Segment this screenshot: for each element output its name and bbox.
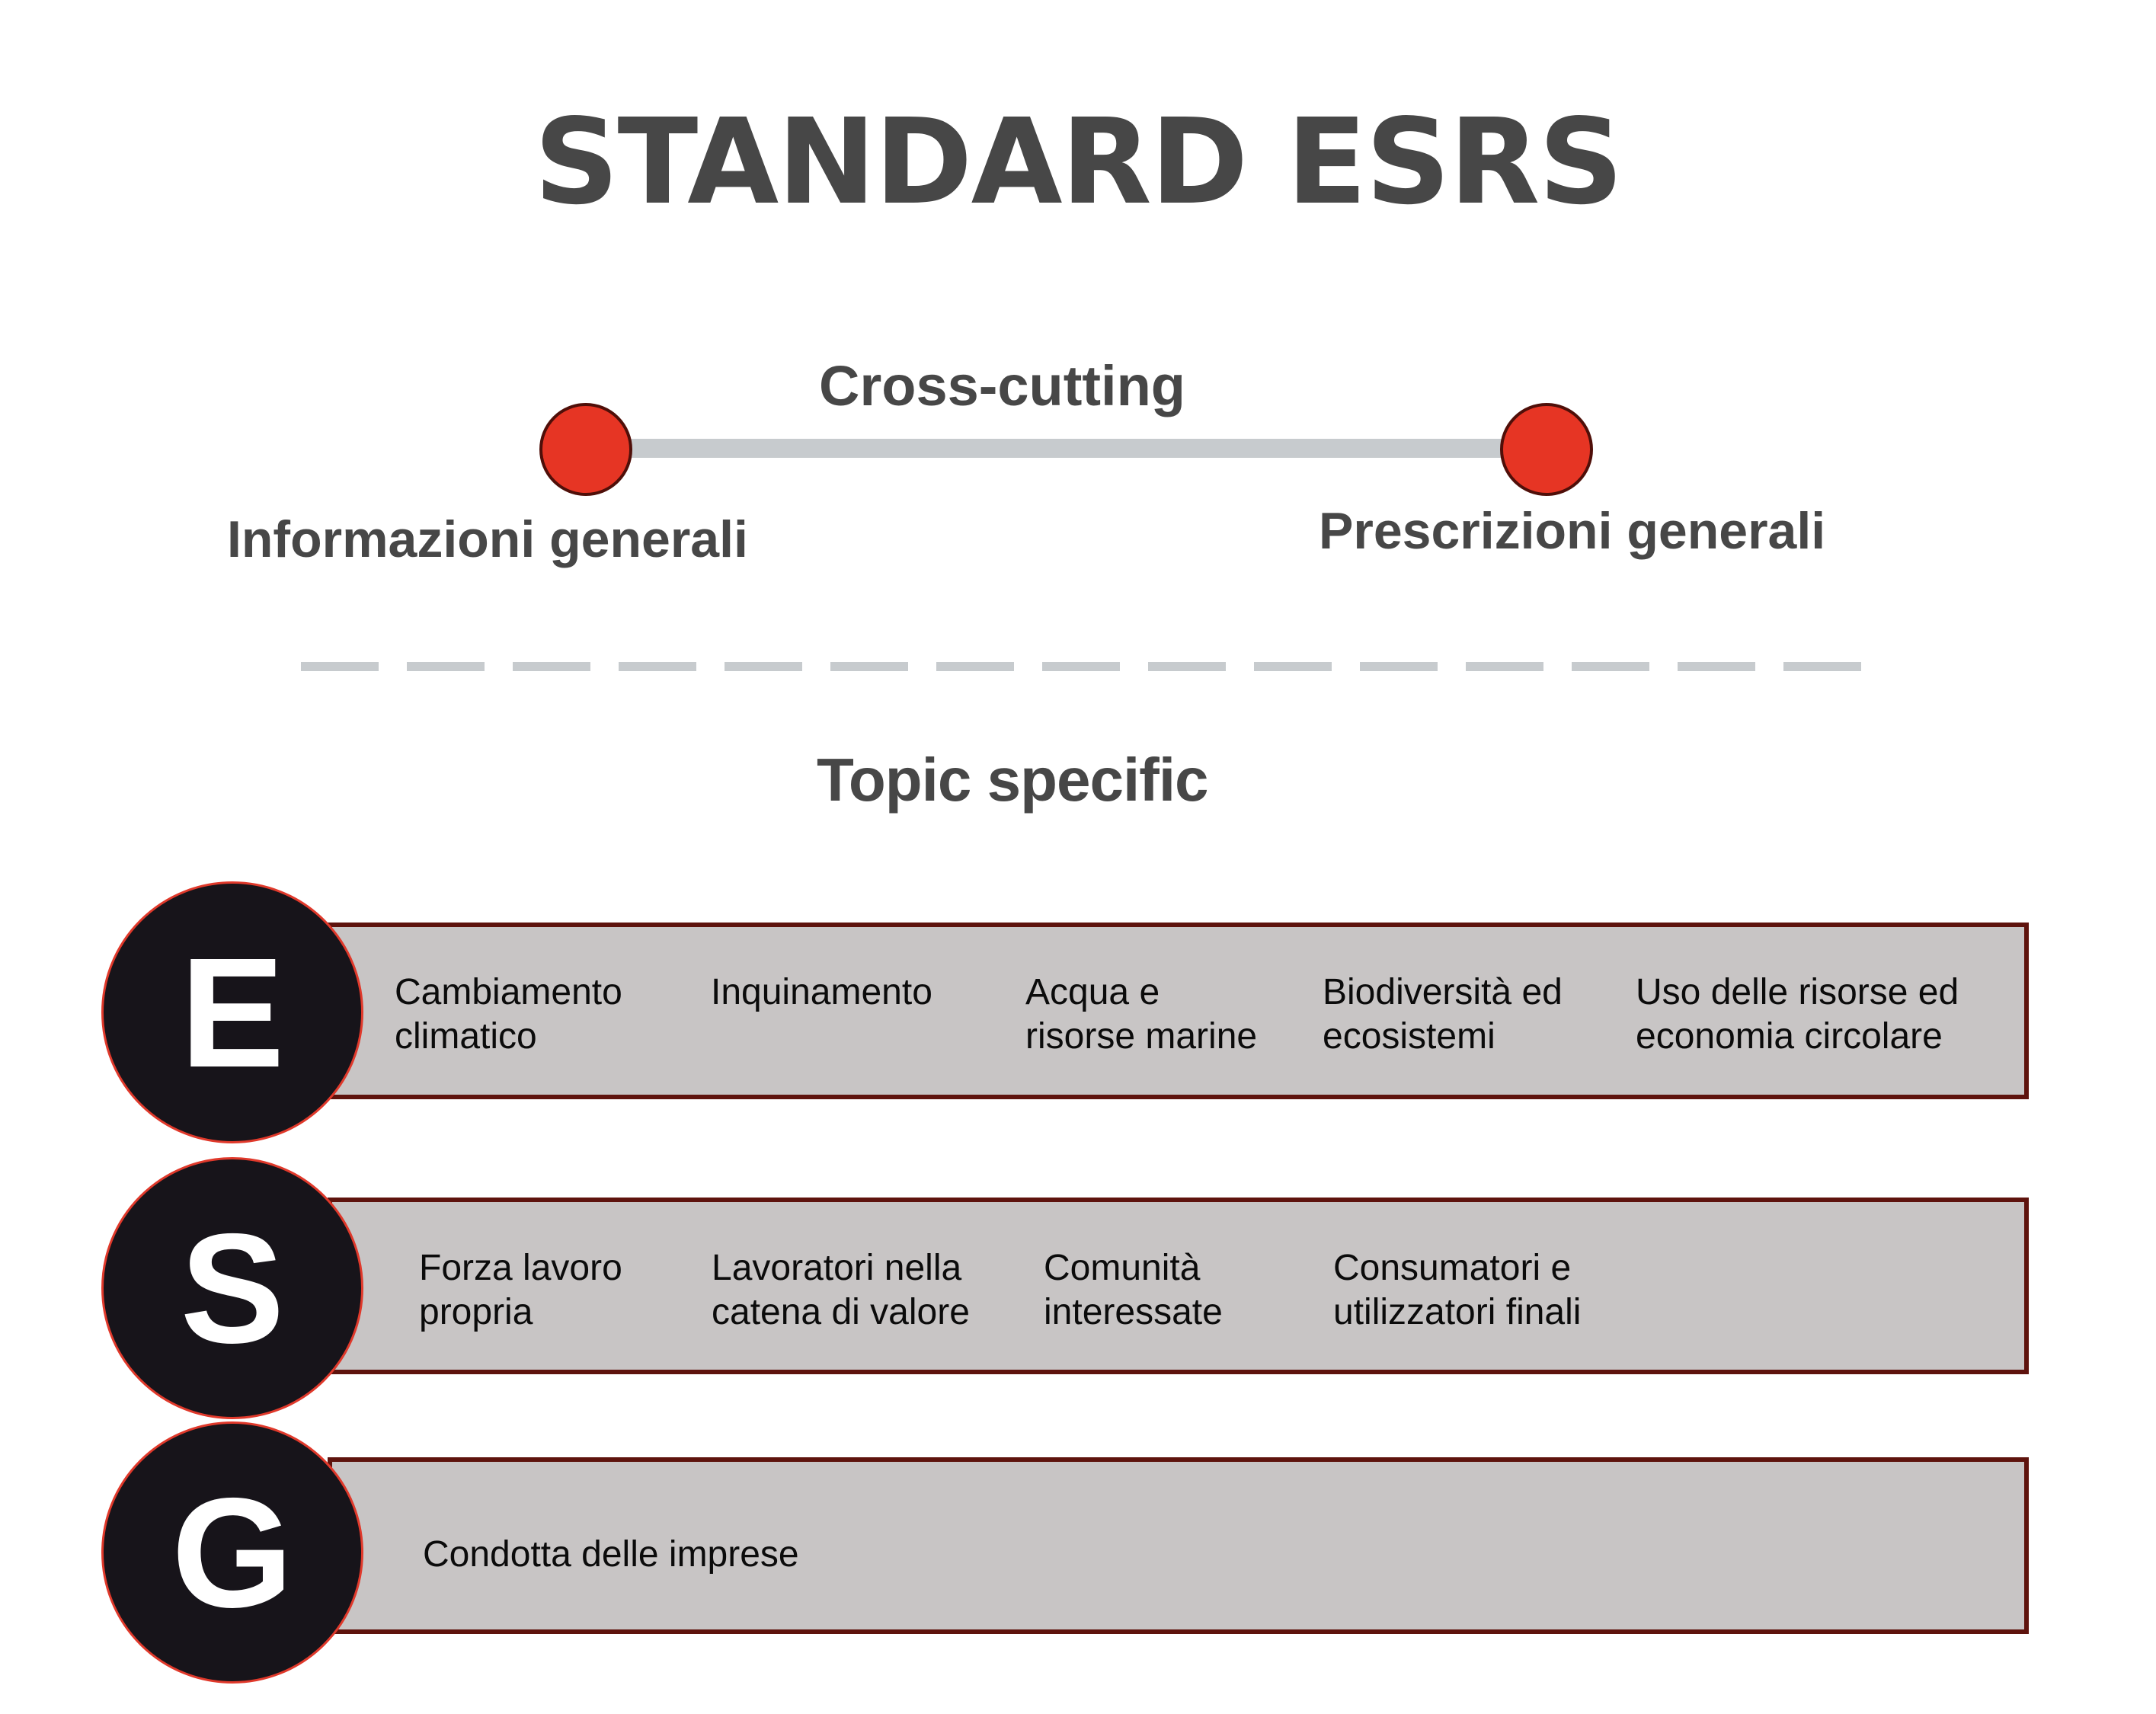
bar-item-comunita-interessate: Comunità interessate — [1044, 1248, 1223, 1332]
esg-circle-s: S — [101, 1157, 363, 1419]
node-label-prescrizioni-generali: Prescrizioni generali — [1319, 502, 1826, 560]
bar-item-inquinamento: Inquinamento — [711, 972, 932, 1012]
esg-circle-e: E — [101, 881, 363, 1143]
esg-circle-g: G — [101, 1421, 363, 1684]
bar-item-cambiamento-climatico: Cambiamento climatico — [395, 972, 622, 1057]
bar-item-lavoratori-catena-valore: Lavoratori nella catena di valore — [712, 1248, 970, 1332]
topic-specific-label: Topic specific — [817, 746, 1209, 814]
bar-item-uso-delle-risorse: Uso delle risorse ed economia circolare — [1636, 972, 1959, 1057]
bar-item-condotta-delle-imprese: Condotta delle imprese — [423, 1534, 799, 1575]
esg-letter-e: E — [180, 925, 285, 1100]
bar-item-biodiversita-ed-ecosistemi: Biodiversità ed ecosistemi — [1323, 972, 1563, 1057]
esg-bar-e — [328, 923, 2029, 1099]
esg-letter-s: S — [180, 1201, 285, 1376]
esg-letter-g: G — [171, 1465, 293, 1640]
page-title: STANDARD ESRS — [533, 93, 1623, 231]
esg-bar-g — [328, 1457, 2029, 1634]
esg-bar-s — [328, 1198, 2029, 1374]
node-label-informazioni-generali: Informazioni generali — [227, 510, 748, 568]
node-prescrizioni-generali — [1500, 403, 1593, 496]
connector-line — [586, 439, 1547, 458]
bar-item-consumatori-utilizzatori: Consumatori e utilizzatori finali — [1333, 1248, 1582, 1332]
cross-cutting-label: Cross-cutting — [819, 354, 1185, 417]
node-informazioni-generali — [539, 403, 632, 496]
dashed-divider — [301, 662, 1863, 671]
bar-item-acqua-e-risorse-marine: Acqua e risorse marine — [1025, 972, 1258, 1057]
bar-item-forza-lavoro-propria: Forza lavoro propria — [419, 1248, 622, 1332]
